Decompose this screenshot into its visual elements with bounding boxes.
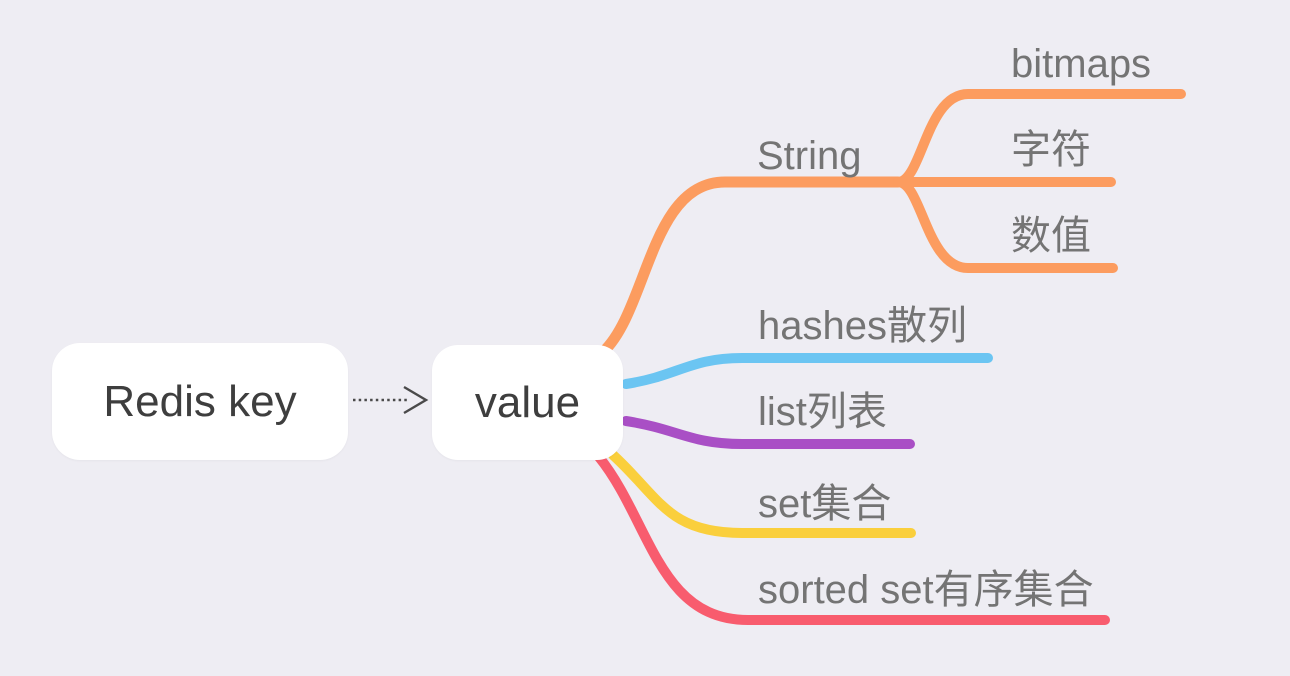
branch-line-sorted-set [594, 452, 1110, 625]
branch-line-hashes [621, 353, 993, 389]
branch-label-list[interactable]: list列表 [758, 390, 887, 434]
branch-label-sorted-set[interactable]: sorted set有序集合 [758, 568, 1094, 612]
child-label-shuzhi[interactable]: 数值 [1011, 214, 1091, 258]
child-label-bitmaps[interactable]: bitmaps [1011, 42, 1152, 86]
branch-label-set[interactable]: set集合 [758, 482, 892, 526]
node-redis-key[interactable]: Redis key [52, 343, 348, 460]
branch-line-list [621, 416, 915, 449]
node-value-label: value [474, 377, 581, 427]
node-redis-key-label: Redis key [103, 376, 297, 426]
branch-line-string [597, 176, 904, 358]
branch-line-set [608, 450, 916, 538]
branch-label-string[interactable]: String [757, 134, 862, 178]
connector-arrowhead-icon [403, 385, 429, 415]
node-value[interactable]: value [432, 345, 623, 460]
branch-label-hashes[interactable]: hashes散列 [758, 304, 967, 348]
child-label-zifu[interactable]: 字符 [1011, 128, 1091, 172]
branch-line-shuzhi [893, 177, 1118, 273]
